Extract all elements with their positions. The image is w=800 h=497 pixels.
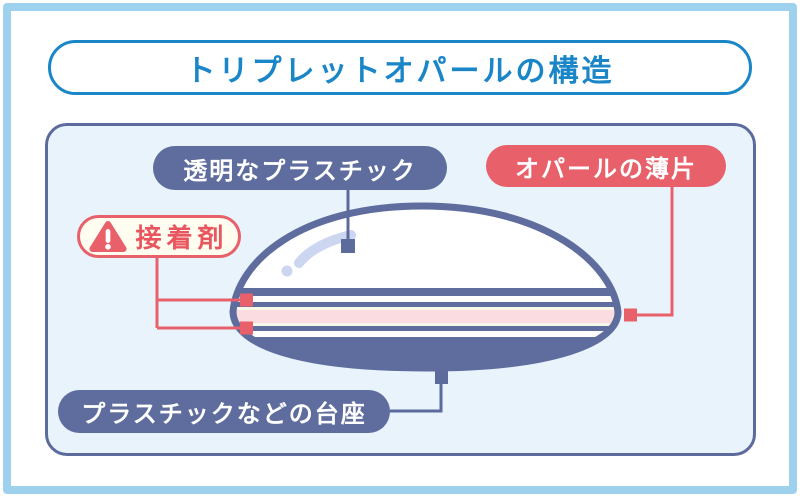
adhesive-layer-top <box>233 307 618 310</box>
callout-base: プラスチックなどの台座 <box>58 390 390 433</box>
transparent-plastic-marker <box>341 239 355 253</box>
lens-outline <box>229 202 622 372</box>
dome-bottom-edge-band <box>233 288 618 296</box>
warning-triangle-icon <box>89 221 128 252</box>
callout-opal-slice: オパールの薄片 <box>486 145 726 187</box>
adhesive-marker-top <box>240 293 253 307</box>
opal-slice-connector <box>637 186 674 317</box>
slate-connectors <box>346 190 443 413</box>
cabochon-lens <box>229 202 622 372</box>
red-connectors <box>155 186 674 330</box>
opal-slice-marker <box>624 308 637 322</box>
callout-adhesive-label: 接着剤 <box>135 223 229 253</box>
callout-opal-slice-label: オパールの薄片 <box>515 155 697 183</box>
base-connector <box>390 383 443 413</box>
page-border-frame <box>3 3 797 494</box>
adhesive-layer-bottom <box>233 323 618 326</box>
callout-base-label: プラスチックなどの台座 <box>81 401 367 428</box>
callout-adhesive: 接着剤 <box>77 215 241 258</box>
upper-separator-line <box>233 302 618 307</box>
dome-shine-arc <box>294 230 356 268</box>
callout-transparent-plastic: 透明なプラスチック <box>153 146 447 190</box>
page-title: トリプレットオパールの構造 <box>185 54 615 88</box>
opal-slice-layer <box>233 310 618 323</box>
dome-shine-dot <box>281 265 293 277</box>
base-marker <box>435 371 448 384</box>
adhesive-marker-bottom <box>240 321 253 335</box>
lower-separator-line <box>233 326 618 331</box>
callout-transparent-plastic-label: 透明なプラスチック <box>183 157 417 185</box>
diagram-title-pill: トリプレットオパールの構造 <box>48 40 752 95</box>
